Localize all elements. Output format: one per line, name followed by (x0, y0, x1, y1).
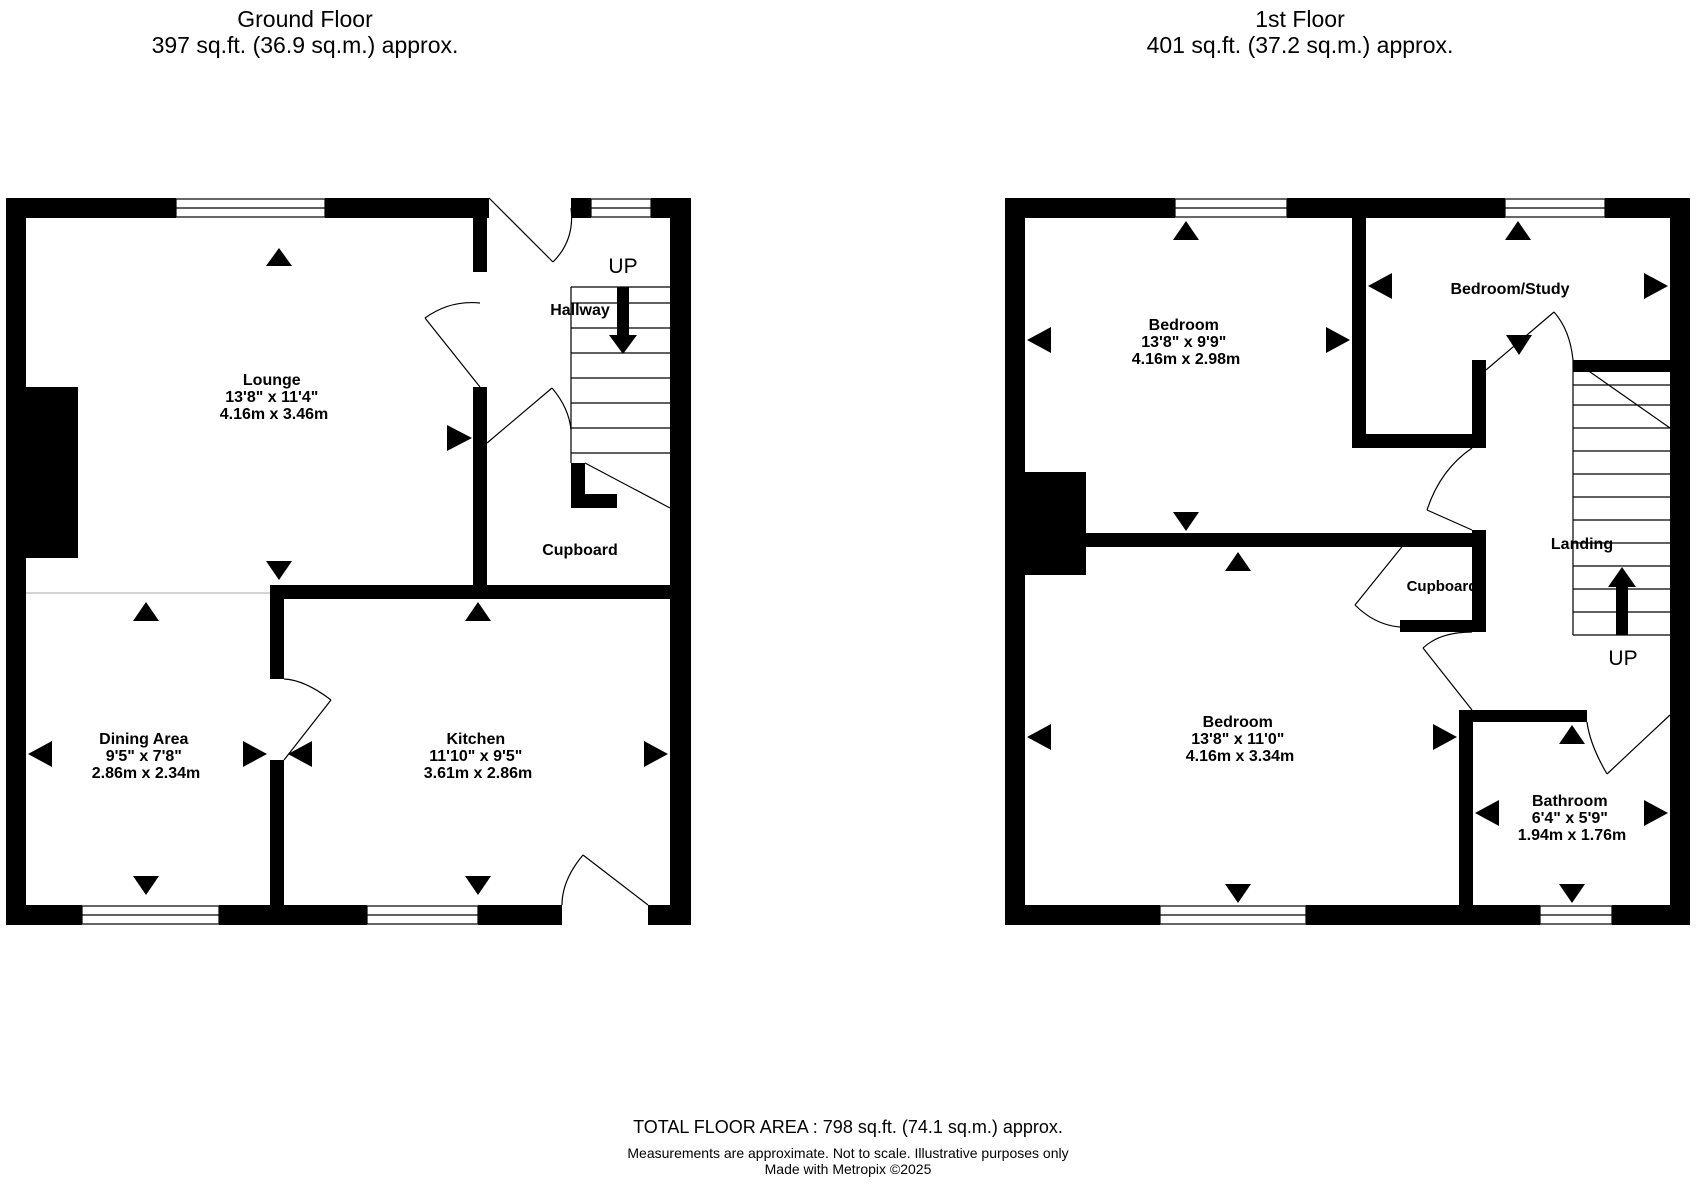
dining-area-metric: 2.86m x 2.34m (92, 765, 201, 782)
disclaimer: Measurements are approximate. Not to sca… (627, 1145, 1069, 1161)
bedroom-study-name: Bedroom/Study (1450, 281, 1569, 298)
first-floor-stair-arrow (1608, 567, 1636, 635)
landing-label: Landing (1551, 536, 1613, 553)
bedroom-1-label: Bedroom 13'8" x 9'9" 4.16m x 2.98m (1132, 317, 1241, 368)
ground-floor-up-label: UP (608, 255, 637, 278)
bathroom-imperial: 6'4" x 5'9" (1532, 810, 1608, 827)
ground-floor-header: Ground Floor 397 sq.ft. (36.9 sq.m.) app… (105, 6, 505, 58)
cupboard-label: Cupboard (542, 542, 618, 559)
ground-floor-windows (81, 198, 652, 925)
lounge-name: Lounge (243, 372, 301, 389)
ground-floor-staircase (570, 286, 671, 509)
ground-floor-doors (26, 197, 649, 906)
bathroom-label: Bathroom 6'4" x 5'9" 1.94m x 1.76m (1518, 793, 1627, 844)
lounge-imperial: 13'8" x 11'4" (225, 389, 318, 406)
first-floor-staircase (1572, 359, 1671, 636)
bedroom-1-name: Bedroom (1149, 317, 1219, 334)
bedroom-study-label: Bedroom/Study (1450, 281, 1569, 298)
ground-floor-plan: Lounge 13'8" x 11'4" 4.16m x 3.46m Hallw… (6, 197, 691, 925)
landing-name: Landing (1551, 536, 1613, 553)
bedroom-1-metric: 4.16m x 2.98m (1132, 351, 1241, 368)
ground-floor-dimension-markers (28, 248, 668, 895)
ground-floor-walls (6, 198, 691, 925)
bedroom-2-name: Bedroom (1203, 714, 1273, 731)
kitchen-name: Kitchen (446, 731, 505, 748)
bathroom-name: Bathroom (1532, 793, 1608, 810)
bedroom-1-imperial: 13'8" x 9'9" (1141, 334, 1226, 351)
first-floor-windows (1159, 198, 1613, 925)
hallway-label: Hallway (550, 302, 610, 319)
credit: Made with Metropix ©2025 (764, 1161, 932, 1177)
first-floor-cupboard-name: Cupboard (1407, 578, 1478, 595)
hallway-name: Hallway (550, 302, 610, 319)
footer-notes: Measurements are approximate. Not to sca… (0, 1145, 1696, 1177)
lounge-metric: 4.16m x 3.46m (220, 406, 329, 423)
kitchen-label: Kitchen 11'10" x 9'5" 3.61m x 2.86m (424, 731, 533, 782)
bathroom-metric: 1.94m x 1.76m (1518, 827, 1627, 844)
bedroom-2-label: Bedroom 13'8" x 11'0" 4.16m x 3.34m (1186, 714, 1295, 765)
kitchen-imperial: 11'10" x 9'5" (429, 748, 522, 765)
total-floor-area: TOTAL FLOOR AREA : 798 sq.ft. (74.1 sq.m… (633, 1117, 1063, 1137)
first-floor-doors (1354, 311, 1671, 775)
ground-floor-stair-arrow (609, 287, 637, 354)
bedroom-2-imperial: 13'8" x 11'0" (1191, 731, 1284, 748)
first-floor-plan: Bedroom 13'8" x 9'9" 4.16m x 2.98m Bedro… (1005, 198, 1690, 925)
first-floor-walls (1005, 198, 1690, 925)
dining-area-label: Dining Area 9'5" x 7'8" 2.86m x 2.34m (92, 731, 201, 782)
ground-floor-area: 397 sq.ft. (36.9 sq.m.) approx. (151, 32, 459, 58)
first-floor-header: 1st Floor 401 sq.ft. (37.2 sq.m.) approx… (1100, 6, 1500, 58)
cupboard-name: Cupboard (542, 542, 618, 559)
kitchen-metric: 3.61m x 2.86m (424, 765, 533, 782)
first-floor-cupboard-label: Cupboard (1407, 578, 1478, 595)
ground-floor-title: Ground Floor (237, 6, 373, 32)
first-floor-dimension-markers (1027, 221, 1668, 903)
bedroom-2-metric: 4.16m x 3.34m (1186, 748, 1295, 765)
lounge-label: Lounge 13'8" x 11'4" 4.16m x 3.46m (220, 372, 329, 423)
first-floor-up-label: UP (1608, 647, 1637, 670)
first-floor-area: 401 sq.ft. (37.2 sq.m.) approx. (1146, 32, 1454, 58)
first-floor-title: 1st Floor (1255, 6, 1345, 32)
dining-area-name: Dining Area (99, 731, 188, 748)
dining-area-imperial: 9'5" x 7'8" (106, 748, 182, 765)
